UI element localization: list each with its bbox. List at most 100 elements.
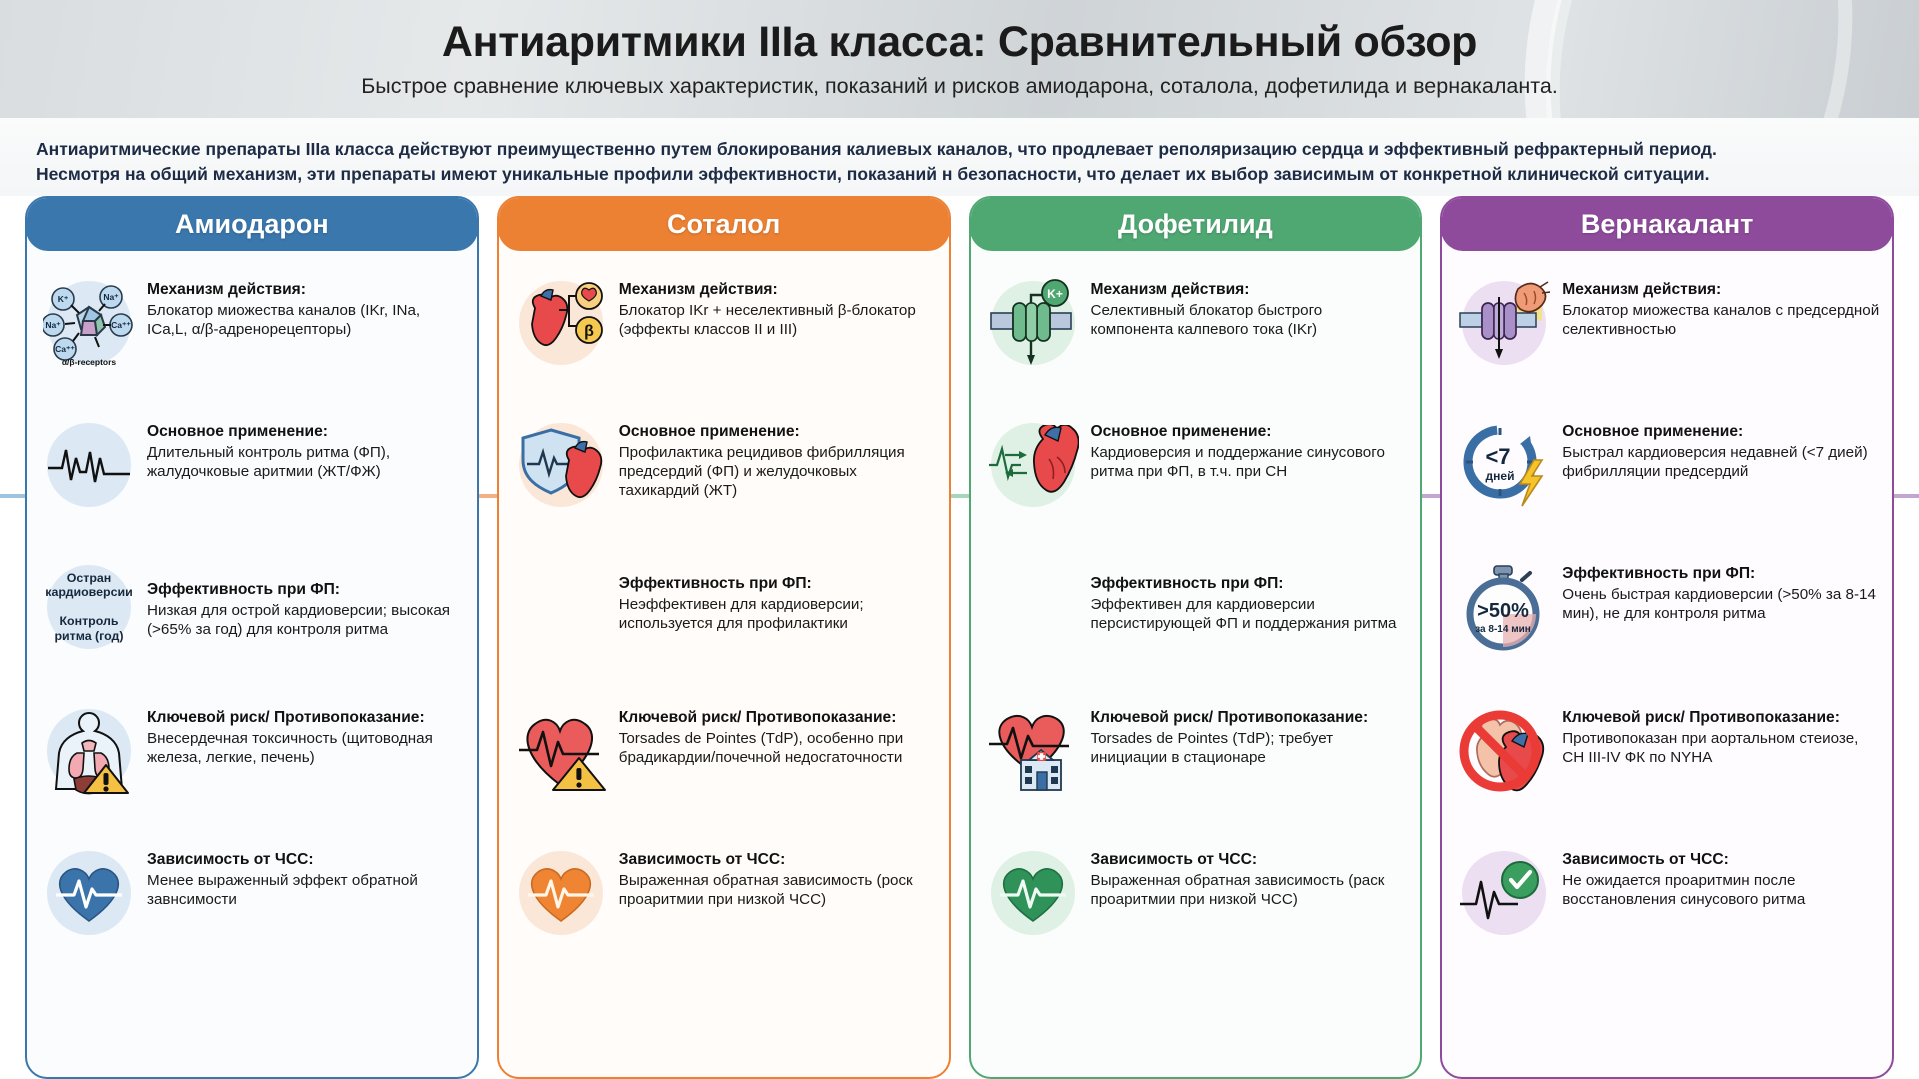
drug-card-dofetilide[interactable]: Дофетилид K+ [968, 196, 1423, 1079]
row-title: Эффективность при ФП: [1562, 565, 1756, 582]
row-main-use: Основное применение: Профилактика рециди… [513, 417, 937, 513]
heart-hospital-icon [985, 703, 1081, 799]
card-title-vernakalant: Вернакалант [1580, 208, 1754, 239]
row-hr-dependence: Зависимость от ЧСС: Выраженная обратная … [985, 845, 1409, 941]
row-body: Профилактика рецидивов фибрилляция предс… [618, 443, 905, 499]
svg-text:Ca⁺⁺: Ca⁺⁺ [55, 344, 75, 354]
heart-ecg-warning-icon [513, 703, 609, 799]
no-icon-spacer [513, 559, 609, 655]
row-main-use: <7 дней Основное применение: Быстрал кар… [1456, 417, 1880, 513]
clock-7-days-icon: <7 дней [1456, 417, 1552, 513]
card-rows-dofetilide: K+ Механизм действия: Селективный блокат… [971, 251, 1421, 1067]
heart-pulse-icon [513, 845, 609, 941]
potassium-channel-icon: K+ [985, 275, 1081, 371]
row-body: Очень быстрая кардиоверсии (>50% за 8-14… [1562, 585, 1876, 622]
row-title: Механизм действия: [1090, 281, 1250, 298]
row-af-efficacy: Остран кардиоверсии Контроль ритма (год)… [41, 559, 465, 655]
row-body: Torsades de Pointes (TdP), особенно при … [618, 729, 904, 766]
row-title: Основное применение: [618, 423, 800, 440]
row-title: Ключевой риск/ Противопоказание: [1090, 709, 1369, 726]
row-hr-dependence: Зависимость от ЧСС: Менее выраженный эфф… [41, 845, 465, 941]
heart-pulse-icon [985, 845, 1081, 941]
row-body: Длительный контроль ритма (ФП), жалудочк… [147, 443, 391, 480]
row-title: Эффективность при ФП: [1090, 575, 1284, 592]
row-title: Основное применение: [147, 423, 328, 440]
row-body: Быстрал кардиоверсия недавней (<7 дией) … [1562, 443, 1868, 480]
row-mechanism: β Механизм действия: Блокатор IKr + несе… [513, 275, 937, 371]
diagram-caption: α/β-receptors [62, 357, 117, 367]
ecg-check-icon [1456, 845, 1552, 941]
row-body: Выраженная обратная зависимость (раск пр… [1090, 871, 1385, 908]
decorative-swoosh-icon [1467, 0, 1919, 118]
svg-text:Ca⁺⁺: Ca⁺⁺ [111, 320, 131, 330]
page-title: Антиаритмики IIIa класса: Сравнительный … [441, 18, 1478, 67]
drug-card-sotalol[interactable]: Соталол β [496, 196, 951, 1079]
row-title: Зависимость от ЧСС: [147, 851, 314, 868]
card-header-dofetilide: Дофетилид [970, 198, 1421, 251]
ecg-heart-arrows-icon [985, 417, 1081, 513]
intro-section: Антиаритмические препараты IIIa класса д… [0, 118, 1919, 196]
row-body: Блокатор миожества каналов с предсердной… [1562, 301, 1880, 338]
row-title: Зависимость от ЧСС: [1090, 851, 1258, 868]
drug-cards-container: Амиодарон [0, 196, 1919, 1079]
row-key-risk: Ключевой риск/ Противопоказание: Внесерд… [41, 703, 465, 799]
row-body: Кардиоверсия и поддержание синусового ри… [1090, 443, 1385, 480]
row-hr-dependence: Зависимость от ЧСС: Не ожидается проарит… [1456, 845, 1880, 941]
card-title-sotalol: Соталол [666, 208, 781, 239]
no-heart-prohibited-icon [1456, 703, 1552, 799]
row-title: Зависимость от ЧСС: [618, 851, 786, 868]
row-key-risk: Ключевой риск/ Противопоказание: Torsade… [985, 703, 1409, 799]
drug-card-vernakalant[interactable]: Вернакалант [1440, 196, 1894, 1079]
card-header-sotalol: Соталол [498, 198, 949, 251]
row-title: Механизм действия: [1562, 281, 1722, 298]
intro-line-2: Несмотря на общий механизм, эти препарат… [36, 164, 1710, 185]
row-body: Внесердечная токсичность (щитоводная жел… [147, 729, 433, 766]
row-body: Блокатор IKr + неселективный β-блокатор … [618, 301, 916, 338]
cardioversion-rhythm-badge-icon: Остран кардиоверсии Контроль ритма (год) [41, 559, 137, 655]
card-header-amiodarone: Амиодарон [26, 198, 477, 251]
row-body: Менее выраженный эффект обратной завнсим… [147, 871, 418, 908]
row-title: Зависимость от ЧСС: [1562, 851, 1729, 868]
row-title: Эффективность при ФП: [147, 581, 341, 598]
card-rows-vernakalant: Механизм действия: Блокатор миожества ка… [1442, 251, 1892, 1067]
row-mechanism: Механизм действия: Блокатор миожества ка… [1456, 275, 1880, 371]
heart-pulse-icon [41, 845, 137, 941]
decorative-swoosh-secondary-icon [1510, 0, 1888, 118]
page-subtitle: Быстрое сравнение ключевых характеристик… [361, 73, 1558, 98]
badge-label-1: Остран [66, 570, 112, 585]
multi-channel-blocker-icon: K⁺ Na⁺ Na⁺ Ca⁺⁺ Ca⁺⁺ α/β-receptors [41, 275, 137, 371]
card-header-vernakalant: Вернакалант [1442, 198, 1893, 251]
body-organs-warning-icon [41, 703, 137, 799]
svg-text:Na⁺: Na⁺ [45, 320, 61, 330]
row-title: Механизм действия: [618, 281, 778, 298]
drug-card-amiodarone[interactable]: Амиодарон [25, 196, 479, 1079]
days-badge-label: дней [1486, 469, 1515, 483]
atrial-selective-channel-icon [1456, 275, 1552, 371]
row-title: Механизм действия: [147, 281, 306, 298]
row-title: Основное применение: [1090, 423, 1272, 440]
row-title: Эффективность при ФП: [618, 575, 812, 592]
row-body: Выраженная обратная зависимость (роск пр… [618, 871, 913, 908]
card-rows-sotalol: β Механизм действия: Блокатор IKr + несе… [499, 251, 949, 1067]
row-body: Противопоказан при аортальном стеиозе, С… [1562, 729, 1859, 766]
row-title: Ключевой риск/ Противопоказание: [1562, 709, 1840, 726]
card-title-dofetilide: Дофетилид [1118, 208, 1273, 239]
svg-text:K⁺: K⁺ [58, 294, 69, 304]
svg-text:Na⁺: Na⁺ [103, 292, 119, 302]
card-title-amiodarone: Амиодарон [175, 208, 329, 239]
card-rows-amiodarone: K⁺ Na⁺ Na⁺ Ca⁺⁺ Ca⁺⁺ α/β-receptors [27, 251, 477, 1067]
row-body: Селективный блокатор быстрого компонента… [1090, 301, 1323, 338]
pct-badge-label: за 8-14 мин [1475, 624, 1531, 635]
row-key-risk: Ключевой риск/ Противопоказание: Противо… [1456, 703, 1880, 799]
intro-line-1: Антиаритмические препараты IIIa класса д… [36, 139, 1717, 159]
no-icon-spacer [985, 559, 1081, 655]
badge-label-3: Контроль [59, 614, 119, 628]
row-main-use: Основное применение: Длительный контроль… [41, 417, 465, 513]
row-body: Низкая для острой кардиоверсии; высокая … [147, 601, 450, 638]
heart-beta-blocker-icon: β [513, 275, 609, 371]
row-title: Ключевой риск/ Противопоказание: [618, 709, 897, 726]
row-title: Ключевой риск/ Противопоказание: [147, 709, 425, 726]
badge-label-4: ритма (год) [54, 628, 124, 643]
row-body: Эффективен для кардиоверсии персистирующ… [1090, 595, 1397, 632]
